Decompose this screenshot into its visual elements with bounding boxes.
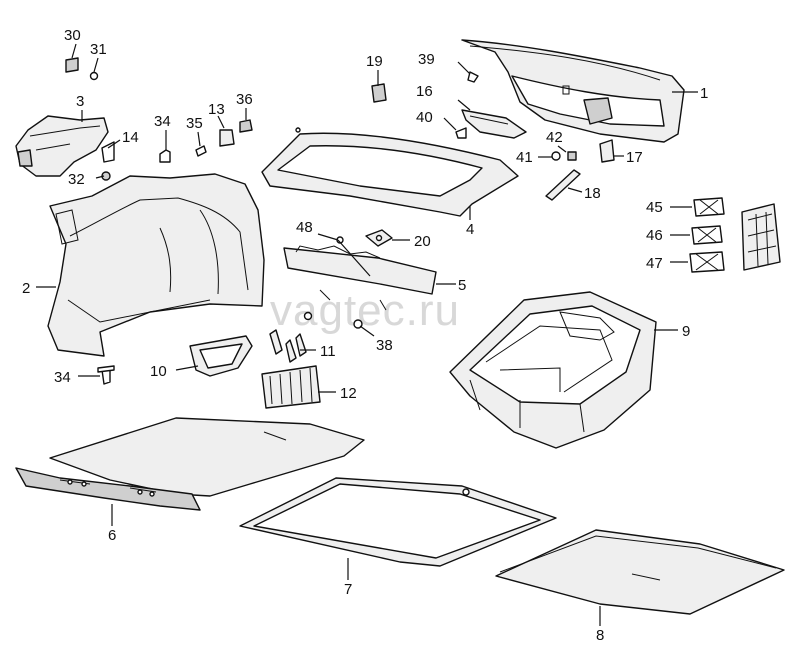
label-16: 16 xyxy=(416,83,433,100)
part-1-lid-trim xyxy=(461,39,685,143)
watermark: vagtec.ru xyxy=(270,286,460,335)
label-48: 48 xyxy=(296,219,313,236)
leader-lines xyxy=(36,43,698,626)
part-11-clips xyxy=(269,329,307,363)
part-8-load-floor xyxy=(495,529,785,615)
label-38: 38 xyxy=(376,337,393,354)
label-8: 8 xyxy=(596,627,604,644)
part-2-side-trim xyxy=(47,173,265,357)
label-9: 9 xyxy=(682,323,690,340)
label-1: 1 xyxy=(700,85,708,102)
label-35: 35 xyxy=(186,115,203,132)
parts-45-47-nets xyxy=(689,197,781,273)
part-20-clip xyxy=(365,229,393,247)
label-11: 11 xyxy=(320,343,336,360)
part-3-upper-side-trim xyxy=(15,115,109,177)
part-4-rear-shelf xyxy=(261,127,519,217)
label-17: 17 xyxy=(626,149,643,166)
callout-labels: 1 2 3 4 5 6 7 8 9 10 11 12 13 14 16 17 1… xyxy=(22,27,708,644)
label-19: 19 xyxy=(366,53,383,70)
label-40: 40 xyxy=(416,109,433,126)
label-18: 18 xyxy=(584,185,601,202)
part-12-net-pocket xyxy=(261,365,321,409)
label-13: 13 xyxy=(208,101,225,118)
part-18-rod xyxy=(545,169,581,201)
part-9-storage-tray xyxy=(449,291,657,449)
label-46: 46 xyxy=(646,227,663,244)
label-42: 42 xyxy=(546,129,563,146)
label-10: 10 xyxy=(150,363,167,380)
part-6-floor-carpet xyxy=(15,417,365,511)
part-17-cover xyxy=(599,139,615,163)
label-32: 32 xyxy=(68,171,85,188)
label-7: 7 xyxy=(344,581,352,598)
label-12: 12 xyxy=(340,385,357,402)
label-34-top: 34 xyxy=(154,113,171,130)
label-14: 14 xyxy=(122,129,139,146)
part-7-mat-frame xyxy=(239,477,557,567)
label-3: 3 xyxy=(76,93,84,110)
label-4: 4 xyxy=(466,221,474,238)
part-16-grip-pocket xyxy=(461,109,527,139)
label-5: 5 xyxy=(458,277,466,294)
part-10-handle-trim xyxy=(189,335,253,377)
label-45: 45 xyxy=(646,199,663,216)
label-36: 36 xyxy=(236,91,253,108)
label-34-bottom: 34 xyxy=(54,369,71,386)
label-2: 2 xyxy=(22,280,30,297)
label-39: 39 xyxy=(418,51,435,68)
label-6: 6 xyxy=(108,527,116,544)
label-47: 47 xyxy=(646,255,663,272)
label-20: 20 xyxy=(414,233,431,250)
fasteners xyxy=(65,57,577,385)
label-41: 41 xyxy=(516,149,533,166)
part-5-cover-panel xyxy=(283,236,437,311)
label-30: 30 xyxy=(64,27,81,44)
label-31: 31 xyxy=(90,41,107,58)
